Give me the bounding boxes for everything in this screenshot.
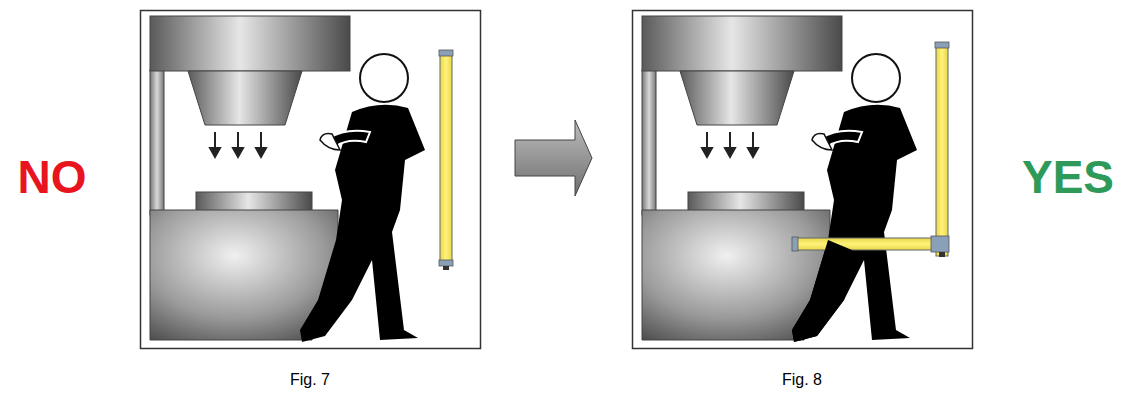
verdict-label: YES bbox=[1022, 154, 1114, 200]
light-curtain bbox=[439, 50, 453, 270]
machine-scene bbox=[141, 11, 481, 349]
figure-caption: Fig. 7 bbox=[290, 372, 330, 388]
machine-scene bbox=[633, 11, 973, 349]
figure-caption: Fig. 8 bbox=[782, 372, 822, 388]
light-curtain bbox=[792, 42, 949, 257]
verdict-label: NO bbox=[18, 154, 87, 200]
transition-arrow bbox=[515, 120, 592, 196]
